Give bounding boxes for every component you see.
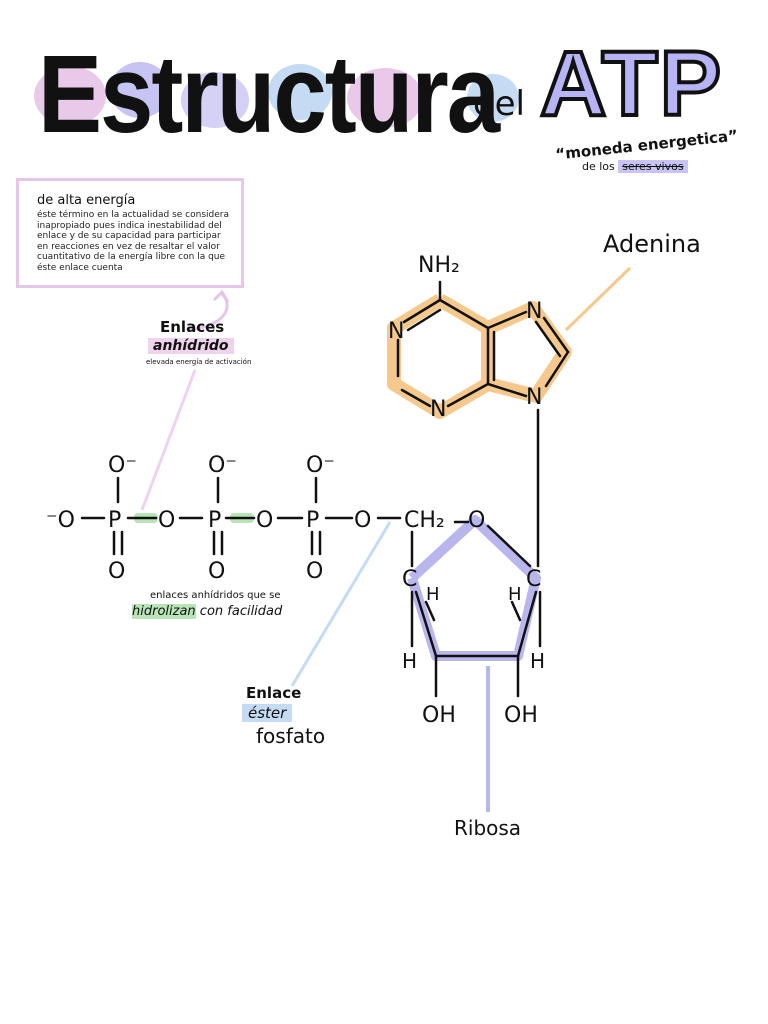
- atom-n1: N: [388, 319, 404, 344]
- atom-o-minus-2: O⁻: [208, 453, 237, 478]
- atom-oh-2: OH: [504, 703, 538, 728]
- atom-c1: C: [526, 567, 541, 592]
- atom-o-double-3: O: [306, 559, 323, 584]
- atom-p3: P: [306, 508, 319, 533]
- title-del: del: [473, 84, 525, 124]
- anhydride-pointer: [140, 369, 197, 511]
- atom-o-bridge2: O: [256, 508, 273, 533]
- atom-p2: P: [208, 508, 221, 533]
- label-adenina: Adenina: [603, 230, 701, 258]
- atom-o-double-2: O: [208, 559, 225, 584]
- label-ester: éster: [242, 704, 293, 722]
- label-enlace: Enlace: [246, 684, 302, 702]
- page-title: Estructura: [38, 33, 500, 157]
- atom-o-double-1: O: [108, 559, 125, 584]
- label-enlaces: Enlaces: [160, 318, 225, 336]
- atom-o-ring: O: [468, 508, 485, 533]
- adenine-pointer: [564, 266, 632, 332]
- atom-oh-3: OH: [422, 703, 456, 728]
- label-hidrolizan-post: con facilidad: [199, 604, 283, 619]
- label-ribosa: Ribosa: [454, 816, 522, 840]
- atom-p1: P: [108, 508, 121, 533]
- subtitle-2: de los seres vivos: [582, 160, 688, 173]
- adenine-highlight: [387, 293, 495, 419]
- atom-ch2: CH₂: [404, 508, 445, 533]
- title-blobs: [34, 62, 519, 128]
- title-atp: ATP: [538, 33, 724, 135]
- label-hidrolizan-pre: enlaces anhídridos que se: [150, 590, 281, 601]
- curved-arrowhead: [212, 289, 230, 303]
- label-hidrolizan-hl: hidrolizan: [132, 604, 196, 619]
- label-fosfato: fosfato: [256, 724, 326, 748]
- atom-o-minus-3: O⁻: [306, 453, 335, 478]
- atom-o-minus-left: ⁻O: [46, 508, 75, 533]
- note-heading: de alta energía: [37, 193, 136, 208]
- atom-h-c3: H: [402, 649, 417, 673]
- atom-o-minus-1: O⁻: [108, 453, 137, 478]
- label-hidrolizan: hidrolizan con facilidad: [132, 604, 282, 619]
- atom-h-c2: H: [530, 649, 545, 673]
- atom-h-c4: H: [426, 584, 440, 605]
- label-anhidrido: anhídrido: [148, 338, 234, 354]
- atom-n3: N: [430, 397, 446, 422]
- subtitle-2-highlight: seres vivos: [618, 160, 688, 173]
- atom-n9: N: [526, 385, 542, 410]
- atom-c4: C: [402, 567, 417, 592]
- atom-o-bridge1: O: [158, 508, 175, 533]
- ester-pointer: [290, 521, 392, 687]
- subtitle-2-prefix: de los: [582, 160, 615, 173]
- label-activacion: elevada energía de activación: [146, 358, 252, 366]
- atom-nh2: NH₂: [418, 253, 460, 278]
- atom-h-c1: H: [508, 584, 522, 605]
- note-box: de alta energía éste término en la actua…: [16, 178, 244, 288]
- note-text: éste término en la actualidad se conside…: [37, 210, 229, 273]
- atom-n7: N: [526, 299, 542, 324]
- atom-o-ester: O: [354, 508, 371, 533]
